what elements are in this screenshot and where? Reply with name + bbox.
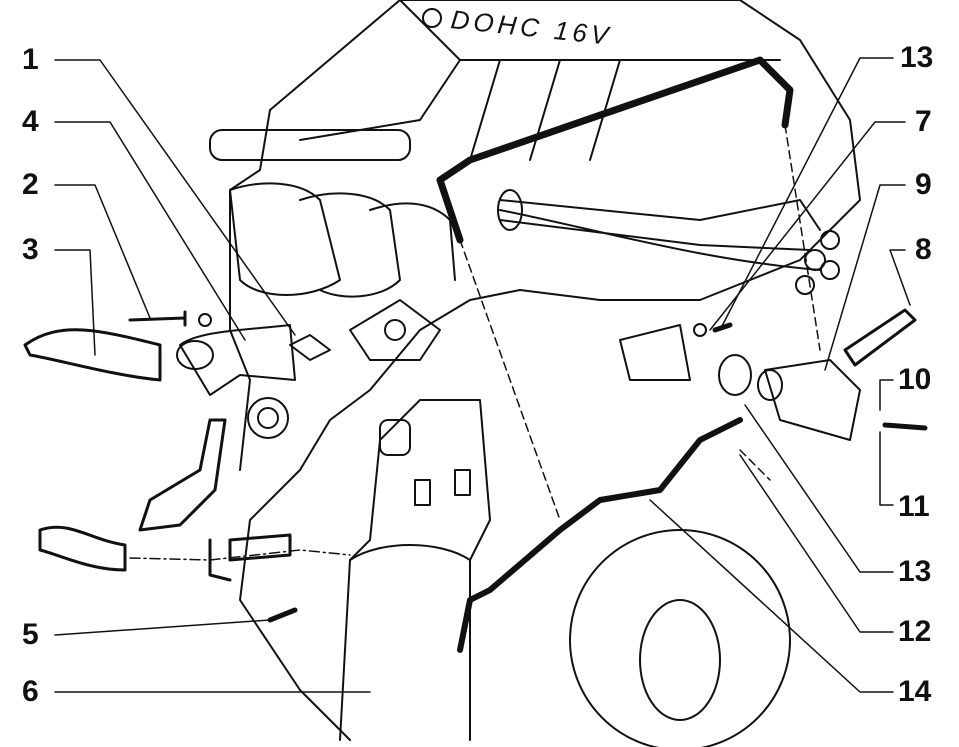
expansion-tank (339, 399, 491, 741)
coolant-pipe (457, 417, 743, 653)
callout-14: 14 (898, 675, 932, 708)
engine-badge-text: DOHC 16V (449, 4, 613, 51)
breather-hose (436, 56, 794, 244)
pulley (569, 529, 791, 747)
callout-13-top: 13 (900, 41, 934, 74)
bolt-2 (128, 310, 187, 327)
callout-3: 3 (22, 233, 39, 266)
callout-8: 8 (915, 233, 932, 266)
small-hose (208, 533, 292, 582)
leader-lines (54, 57, 911, 693)
callout-2: 2 (22, 168, 39, 201)
bolt-5 (267, 607, 298, 623)
distributor (497, 189, 840, 295)
right-housing (619, 308, 917, 441)
callout-10: 10 (898, 363, 932, 396)
callout-12: 12 (898, 615, 932, 648)
callout-6: 6 (22, 675, 39, 708)
callout-1: 1 (22, 43, 39, 76)
intake-manifold (209, 129, 456, 298)
callout-9: 9 (915, 168, 932, 201)
callout-7: 7 (915, 105, 932, 138)
pipe-hose (138, 418, 227, 532)
coolant-flange (176, 299, 441, 439)
callout-4: 4 (22, 105, 39, 138)
bolt-11 (882, 422, 928, 431)
callout-5: 5 (22, 618, 39, 651)
callout-13-bottom: 13 (898, 555, 932, 588)
callout-11: 11 (898, 490, 930, 523)
hose-3 (23, 328, 162, 382)
lower-hose (38, 525, 127, 572)
